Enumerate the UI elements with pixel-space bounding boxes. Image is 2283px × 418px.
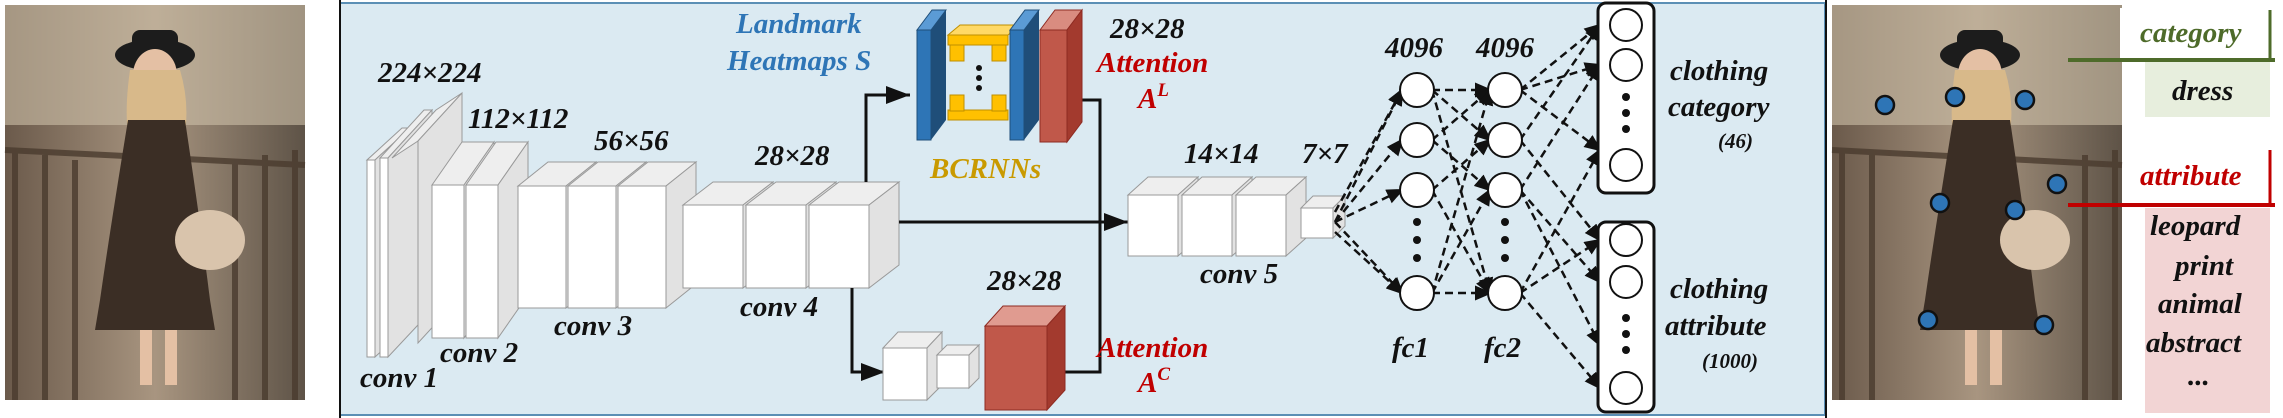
- attention-l-symbol: AL: [1136, 80, 1169, 115]
- clothing-category-line2: category: [1668, 91, 1770, 123]
- attention-c-size-label: 28×28: [986, 265, 1062, 297]
- clothing-attribute-count: (1000): [1702, 349, 1758, 373]
- attribute-result: [2068, 150, 2275, 413]
- clothing-category-line1: clothing: [1670, 55, 1768, 87]
- landmark-points: [1874, 86, 2068, 336]
- fc1-label: fc1: [1392, 332, 1429, 364]
- attribute-output-group: [1596, 220, 1656, 414]
- conv2-block: [431, 140, 529, 340]
- fc1-neurons: [1399, 72, 1435, 311]
- fc2-label: fc2: [1484, 332, 1521, 364]
- fc1-ellipsis: [1413, 218, 1421, 262]
- branch-arrows: [850, 86, 1128, 381]
- conv1-block: [365, 91, 463, 359]
- conv2-label: conv 2: [440, 337, 518, 369]
- conv4-block: [681, 180, 901, 290]
- category-output-group: [1596, 1, 1656, 195]
- clothing-attribute-line1: clothing: [1670, 273, 1768, 305]
- landmark-heatmaps-line2: Heatmaps S: [726, 45, 871, 77]
- input-size-label: 224×224: [377, 57, 482, 89]
- attention-c-symbol: AC: [1136, 364, 1170, 399]
- category-result: [2068, 8, 2275, 117]
- input-photo: [4, 5, 306, 400]
- attention-l-sup: L: [1156, 80, 1169, 101]
- clothing-category-count: (46): [1718, 129, 1753, 153]
- conv5-label: conv 5: [1200, 258, 1278, 290]
- landmark-heatmaps-line1: Landmark: [735, 8, 862, 40]
- fc1-units-label: 4096: [1384, 32, 1444, 64]
- attention-l-sym: A: [1136, 83, 1157, 115]
- bcrnn-block: [916, 8, 1083, 144]
- conv3-block: [516, 160, 698, 310]
- attention-c-word: Attention: [1095, 332, 1208, 364]
- clothing-attribute-line2: attribute: [1665, 310, 1767, 342]
- attention-c-sup: C: [1157, 364, 1170, 385]
- landmark-size-label: 28×28: [1109, 13, 1185, 45]
- conv4-label: conv 4: [740, 291, 818, 323]
- conv3-label: conv 3: [554, 310, 632, 342]
- category-header: category: [2140, 17, 2242, 49]
- conv2-size-label: 112×112: [468, 103, 568, 135]
- conv4-size-label: 28×28: [754, 140, 830, 172]
- output-photo: [1831, 5, 2123, 400]
- attention-c-sym: A: [1136, 367, 1157, 399]
- fc2-ellipsis: [1501, 218, 1509, 262]
- pool-size-label: 7×7: [1302, 138, 1349, 170]
- attribute-value-3: animal: [2158, 288, 2243, 320]
- attribute-value-4: abstract: [2146, 327, 2242, 359]
- attribute-value-2: print: [2172, 250, 2234, 282]
- attribute-value-1: leopard: [2150, 210, 2241, 242]
- bcrnns-label: BCRNNs: [929, 153, 1041, 185]
- category-value: dress: [2172, 75, 2233, 107]
- conv3-size-label: 56×56: [594, 125, 669, 157]
- attribute-header: attribute: [2140, 160, 2242, 192]
- conv5-block: [1126, 175, 1347, 258]
- attention-l-word: Attention: [1095, 47, 1208, 79]
- fc-connections: [1333, 22, 1603, 390]
- attribute-value-5: ...: [2188, 360, 2210, 392]
- conv5-size-label: 14×14: [1184, 138, 1259, 170]
- fc2-units-label: 4096: [1475, 32, 1535, 64]
- conv1-label: conv 1: [360, 362, 438, 394]
- attention-c-branch: [881, 304, 1067, 412]
- fc2-neurons: [1487, 72, 1523, 311]
